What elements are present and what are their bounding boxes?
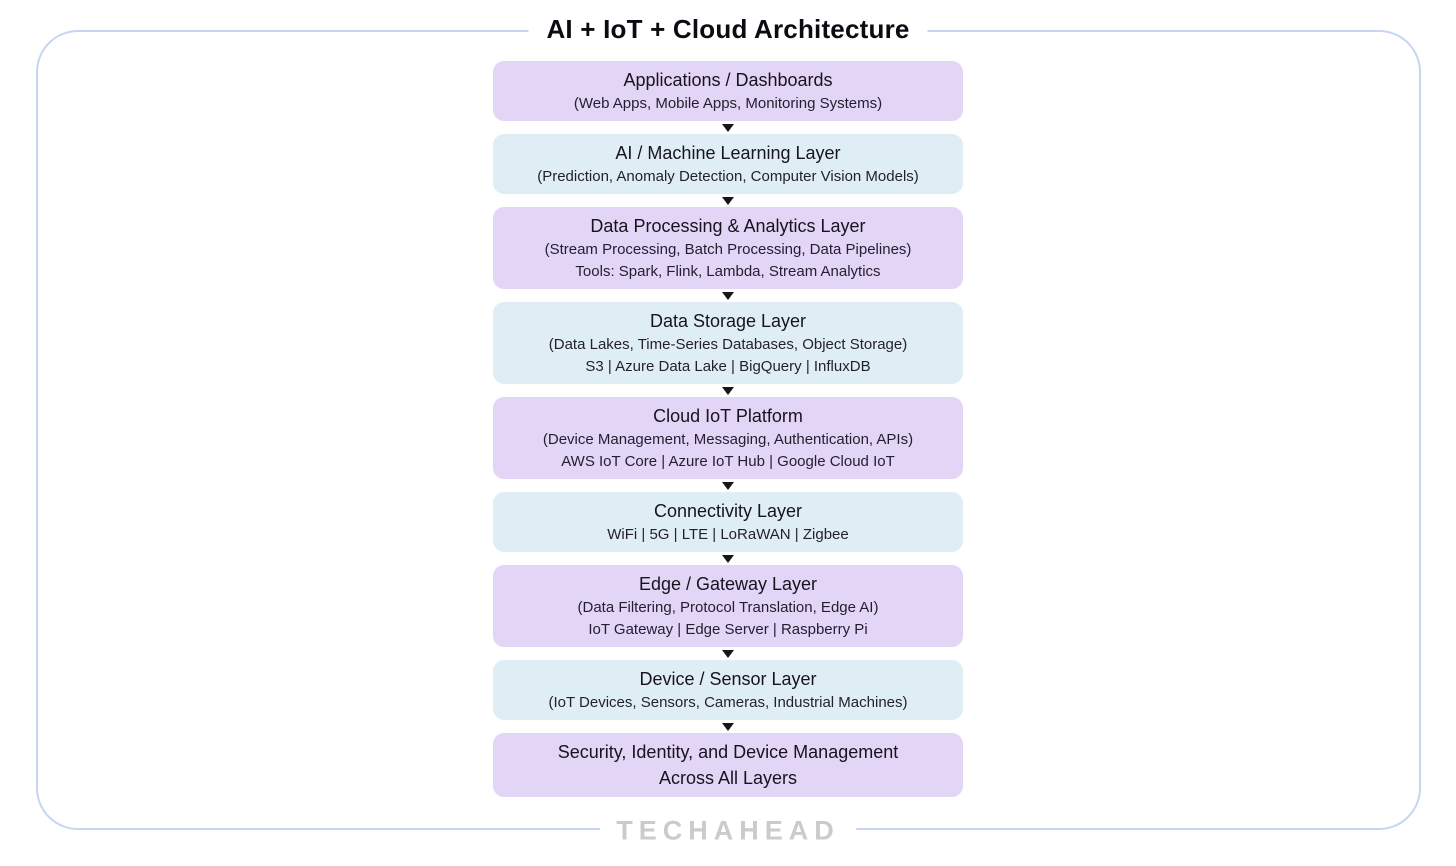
down-arrow-icon (722, 291, 734, 300)
arrow-row (493, 552, 963, 565)
layer-tools: Tools: Spark, Flink, Lambda, Stream Anal… (575, 263, 881, 280)
down-arrow-icon (722, 554, 734, 563)
layer-applications-dashboards: Applications / Dashboards (Web Apps, Mob… (493, 61, 963, 121)
layer-subtitle: (IoT Devices, Sensors, Cameras, Industri… (548, 694, 908, 711)
layer-title: Applications / Dashboards (623, 70, 833, 90)
page-title: AI + IoT + Cloud Architecture (528, 13, 928, 45)
layer-subtitle: (Device Management, Messaging, Authentic… (542, 431, 914, 448)
layer-data-storage: Data Storage Layer (Data Lakes, Time-Ser… (493, 302, 963, 384)
layer-subtitle: (Prediction, Anomaly Detection, Computer… (537, 168, 919, 185)
arrow-row (493, 194, 963, 207)
arrow-row (493, 647, 963, 660)
layer-edge-gateway: Edge / Gateway Layer (Data Filtering, Pr… (493, 565, 963, 647)
layer-subtitle: (Data Lakes, Time-Series Databases, Obje… (548, 336, 908, 353)
arrow-row (493, 720, 963, 733)
architecture-stack: Applications / Dashboards (Web Apps, Mob… (493, 61, 963, 797)
layer-title: AI / Machine Learning Layer (615, 143, 841, 163)
layer-tools: S3 | Azure Data Lake | BigQuery | Influx… (585, 358, 871, 375)
arrow-row (493, 479, 963, 492)
layer-data-processing-analytics: Data Processing & Analytics Layer (Strea… (493, 207, 963, 289)
layer-title: Data Processing & Analytics Layer (590, 216, 866, 236)
layer-subtitle: (Stream Processing, Batch Processing, Da… (544, 241, 912, 258)
layer-subtitle: (Web Apps, Mobile Apps, Monitoring Syste… (573, 95, 883, 112)
techahead-logo: TECHAHEAD (600, 815, 856, 847)
layer-title-line2: Across All Layers (658, 768, 798, 788)
layer-connectivity: Connectivity Layer WiFi | 5G | LTE | LoR… (493, 492, 963, 552)
layer-title: Security, Identity, and Device Managemen… (557, 742, 899, 762)
layer-protocols: WiFi | 5G | LTE | LoRaWAN | Zigbee (607, 526, 849, 543)
layer-title: Edge / Gateway Layer (638, 574, 818, 594)
layer-title: Device / Sensor Layer (639, 669, 817, 689)
layer-title: Connectivity Layer (653, 501, 803, 521)
down-arrow-icon (722, 196, 734, 205)
layer-subtitle: (Data Filtering, Protocol Translation, E… (577, 599, 879, 616)
down-arrow-icon (722, 649, 734, 658)
arrow-row (493, 384, 963, 397)
layer-security-identity-management: Security, Identity, and Device Managemen… (493, 733, 963, 797)
down-arrow-icon (722, 386, 734, 395)
layer-device-sensor: Device / Sensor Layer (IoT Devices, Sens… (493, 660, 963, 720)
layer-tools: IoT Gateway | Edge Server | Raspberry Pi (588, 621, 868, 638)
arrow-row (493, 289, 963, 302)
layer-title: Cloud IoT Platform (653, 406, 803, 426)
down-arrow-icon (722, 481, 734, 490)
arrow-row (493, 121, 963, 134)
layer-cloud-iot-platform: Cloud IoT Platform (Device Management, M… (493, 397, 963, 479)
layer-tools: AWS IoT Core | Azure IoT Hub | Google Cl… (561, 453, 895, 470)
down-arrow-icon (722, 123, 734, 132)
down-arrow-icon (722, 722, 734, 731)
layer-title: Data Storage Layer (649, 311, 807, 331)
layer-ai-machine-learning: AI / Machine Learning Layer (Prediction,… (493, 134, 963, 194)
